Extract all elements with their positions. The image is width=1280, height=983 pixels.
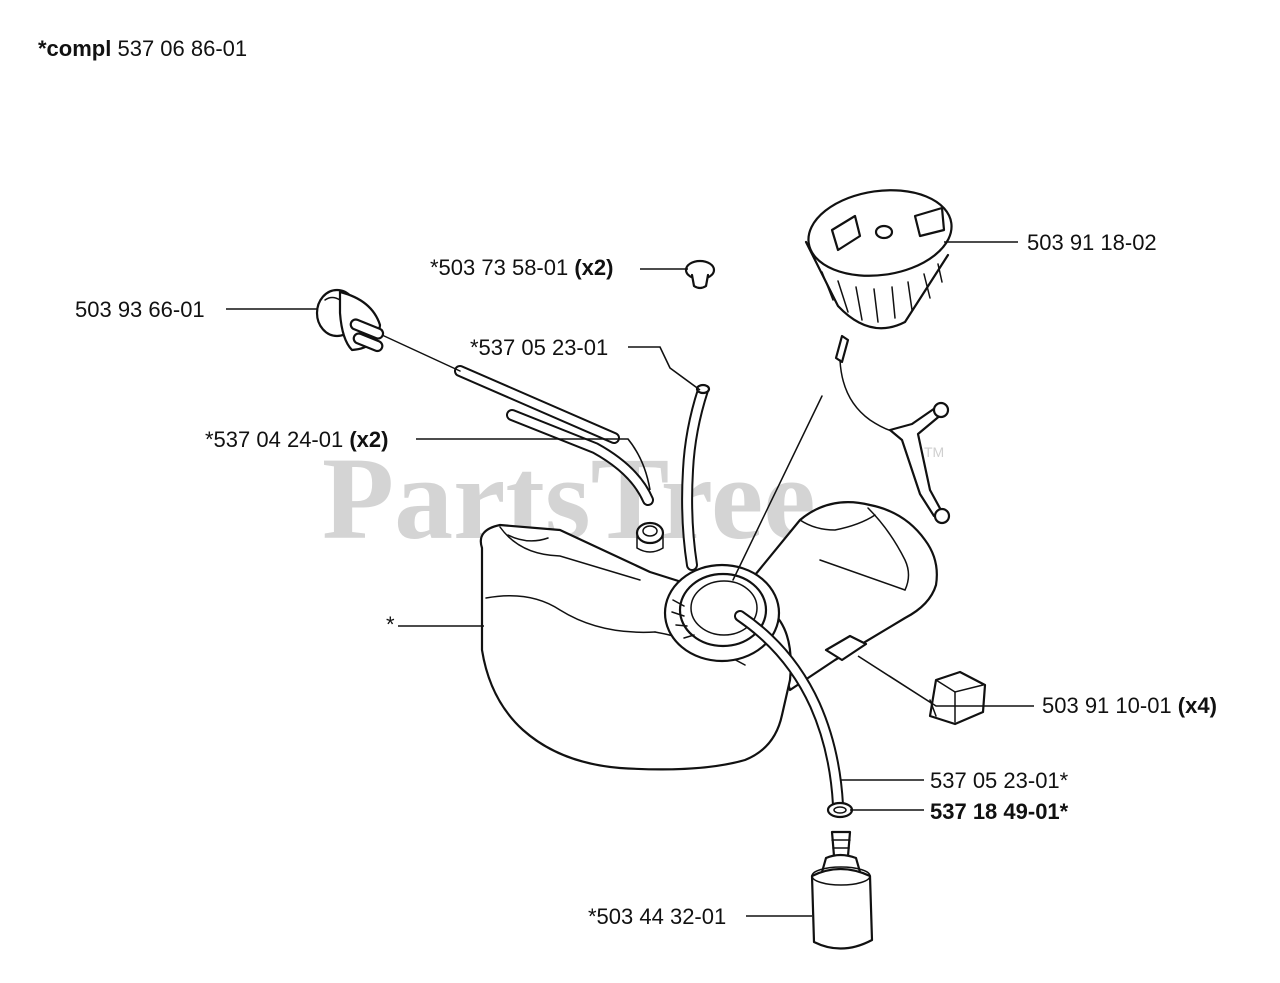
assembly-number: *compl 537 06 86-01 (38, 36, 247, 61)
label-grommet: *503 73 58-01 (x2) (430, 255, 613, 280)
label-fuel-hose-top: *537 05 23-01 (470, 335, 608, 360)
label-damper: 503 91 10-01 (x4) (1042, 693, 1217, 718)
label-o-ring: 537 18 49-01* (930, 799, 1069, 824)
watermark-trademark: TM (924, 444, 944, 460)
primer-bulb-part (315, 288, 385, 353)
fuel-tank (479, 501, 938, 771)
fuel-cap-part (732, 189, 953, 581)
fuel-hose-bottom-part (734, 610, 844, 811)
label-cap: 503 91 18-02 (1027, 230, 1157, 255)
fuel-filter-part (810, 830, 874, 950)
fuel-hose-top-part (681, 383, 711, 571)
label-filter: *503 44 32-01 (588, 904, 726, 929)
o-ring-part (826, 801, 854, 819)
label-fuel-hose-bottom: 537 05 23-01* (930, 768, 1069, 793)
label-primer: 503 93 66-01 (75, 297, 205, 322)
assembly-prefix: *compl (38, 36, 111, 61)
damper-part (824, 634, 987, 726)
grommet-part (684, 259, 716, 290)
assembly-part-number: 537 06 86-01 (117, 36, 247, 61)
label-return-hose: *537 04 24-01 (x2) (205, 427, 388, 452)
return-hoses-part (381, 334, 654, 506)
label-tank: * (386, 612, 395, 637)
leader-lines (226, 241, 1034, 917)
